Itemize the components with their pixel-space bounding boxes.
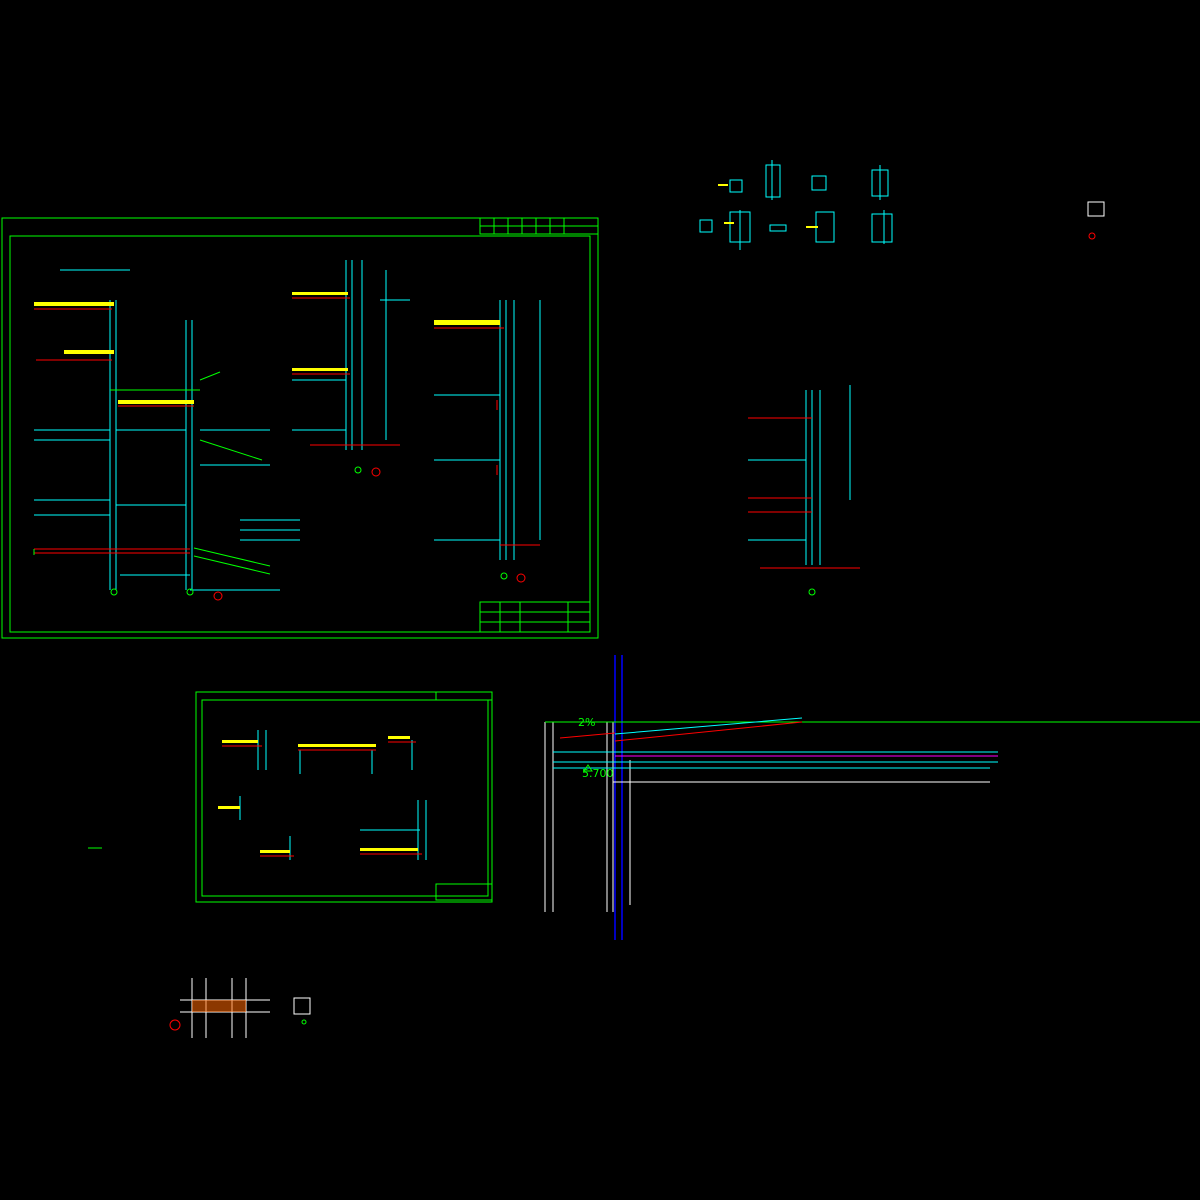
legend-detail-box (1087, 201, 1105, 217)
detail-sheet-contents (218, 730, 427, 860)
section-detail-right (748, 385, 860, 596)
roof-slope-label: 2% (578, 716, 596, 729)
section-detail-3 (434, 300, 541, 583)
elevation-label: 5.700 (582, 767, 614, 780)
detail-sheet (195, 691, 493, 903)
section-detail-1 (33, 269, 300, 601)
main-sheet (1, 217, 599, 639)
section-detail-2 (292, 260, 410, 477)
joint-detail (169, 978, 311, 1038)
small-details-group (699, 160, 893, 250)
roof-section (544, 655, 1200, 940)
